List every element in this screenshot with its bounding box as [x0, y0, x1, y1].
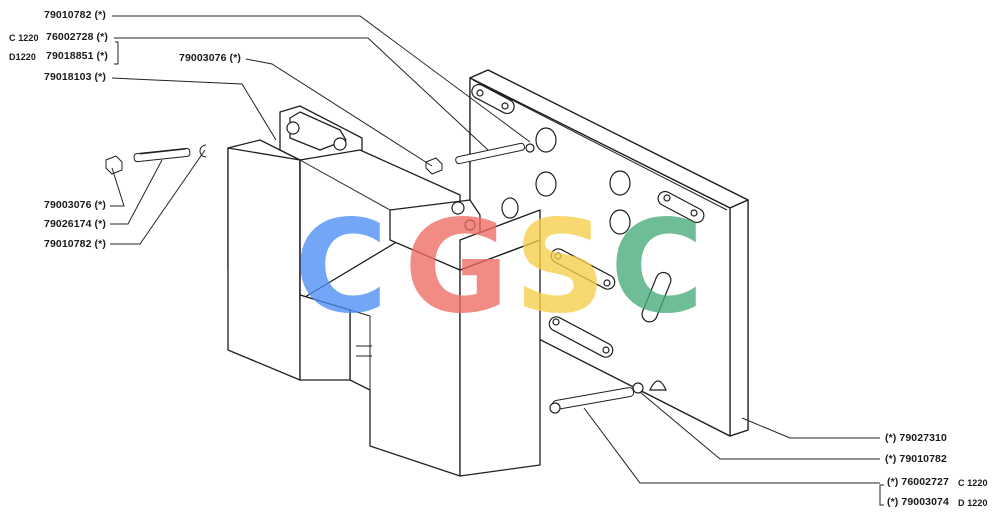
label-c1220-suffix: C 1220	[958, 478, 988, 488]
label-79026174: 79026174 (*)	[44, 218, 106, 230]
label-d1220-prefix: D1220	[9, 52, 37, 62]
label-79010782-right: (*) 79010782	[885, 453, 947, 465]
watermark-letter-c1: C	[294, 193, 388, 342]
label-d1220-suffix: D 1220	[958, 498, 988, 508]
watermark-letter-g: G	[404, 193, 510, 342]
mounting-plate	[469, 69, 749, 437]
label-76002728: 76002728 (*)	[46, 31, 108, 43]
label-c1220-prefix: C 1220	[9, 33, 39, 43]
label-79003076-top: 79003076 (*)	[179, 52, 241, 64]
cam-block	[227, 105, 541, 477]
label-79010782-top: 79010782 (*)	[44, 9, 106, 21]
watermark-letter-s: S	[514, 193, 607, 342]
hardware-parts	[105, 142, 644, 414]
label-79010782-left: 79010782 (*)	[44, 238, 106, 250]
label-79018851: 79018851 (*)	[46, 50, 108, 62]
label-79018103: 79018103 (*)	[44, 71, 106, 83]
label-76002727: (*) 76002727	[887, 476, 949, 488]
label-79027310: (*) 79027310	[885, 432, 947, 444]
label-79003074: (*) 79003074	[887, 496, 949, 508]
label-79003076-left: 79003076 (*)	[44, 199, 106, 211]
watermark-letter-c2: C	[610, 193, 704, 342]
leader-lines	[110, 15, 884, 506]
